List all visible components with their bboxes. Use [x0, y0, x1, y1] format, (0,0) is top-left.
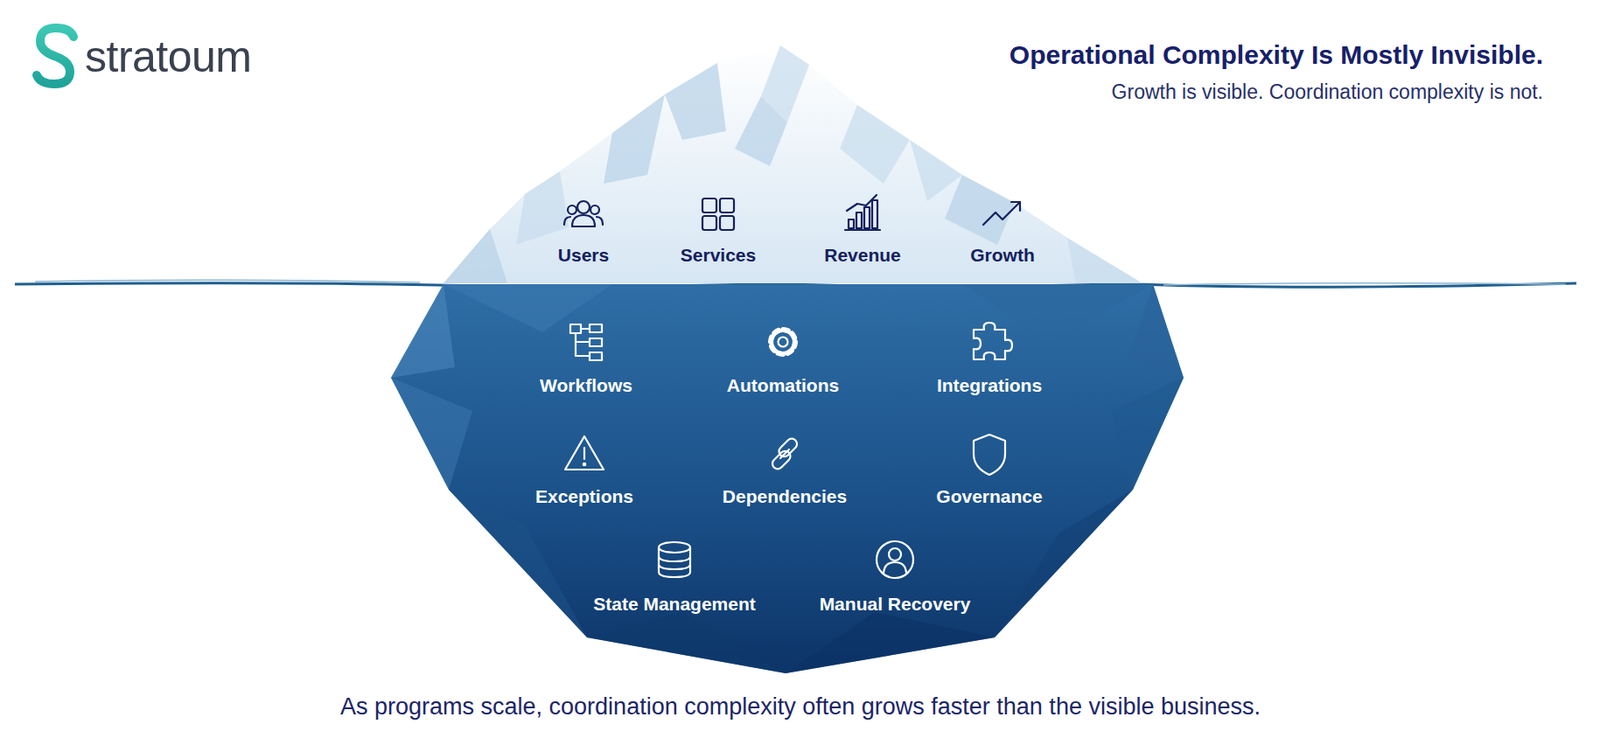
revenue-icon [845, 195, 881, 231]
iceberg-underwater-shape [384, 283, 1190, 678]
item-label: Growth [970, 244, 1035, 266]
logo-mark [36, 27, 74, 84]
subtitle: Growth is visible. Coordination complexi… [1111, 80, 1544, 105]
item-label: Exceptions [535, 486, 634, 508]
person-icon [876, 541, 914, 579]
item-label: Users [558, 244, 609, 266]
iceberg-tip: Users Services Revenue Growth [437, 34, 1146, 284]
automations-icon [770, 329, 796, 355]
item-label: State Management [593, 593, 756, 615]
water-ripple [1163, 283, 1566, 286]
logo-wordmark: stratoum [84, 31, 252, 83]
dependencies-icon [770, 436, 800, 472]
exceptions-icon [565, 436, 604, 470]
item-label: Integrations [936, 375, 1042, 397]
governance-icon [973, 434, 1006, 476]
iceberg-tip-shape [437, 34, 1146, 284]
water-ripple [34, 279, 420, 283]
item-label: Governance [936, 486, 1042, 508]
item-label: Revenue [824, 244, 902, 266]
item-label: Dependencies [722, 486, 847, 508]
growth-icon [983, 202, 1021, 225]
users-icon [564, 201, 603, 227]
services-icon [702, 198, 734, 231]
integrations-icon [973, 322, 1013, 360]
iceberg-underwater: Workflows Automations IntegrationsExceptio… [384, 283, 1190, 678]
item-label: Services [680, 244, 756, 266]
workflows-icon [570, 324, 602, 361]
item-label: Workflows [539, 375, 633, 397]
database-icon [658, 542, 691, 578]
item-label: Automations [726, 375, 839, 397]
item-label: Manual Recovery [819, 593, 972, 615]
diagram-caption: As programs scale, coordination complexi… [340, 693, 1261, 721]
diagram-title: Operational Complexity Is Mostly Invisib… [1009, 40, 1544, 70]
